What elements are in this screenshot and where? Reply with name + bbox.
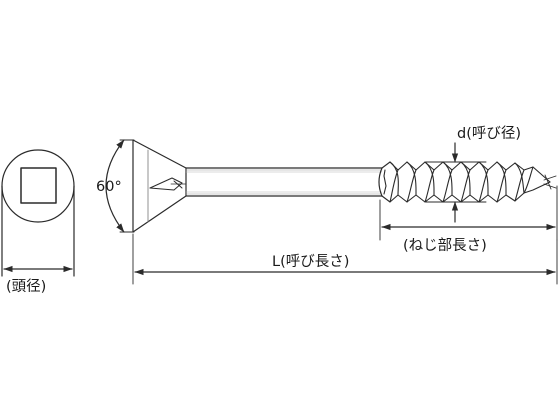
- diameter-dimension: [425, 142, 487, 223]
- total-length-dimension: [132, 233, 558, 285]
- square-drive-recess: [20, 167, 57, 204]
- angle-dimension: [105, 139, 135, 233]
- diameter-label: d(呼び径): [457, 125, 521, 142]
- head-outline: [1, 149, 75, 223]
- angle-label: 60°: [96, 179, 122, 195]
- thread-length-dimension: [379, 185, 558, 241]
- length-label: L(呼び長さ): [272, 253, 349, 270]
- head-diameter-label: (頭径): [6, 278, 46, 295]
- angle-arc: [105, 139, 125, 233]
- threaded-section: [381, 161, 551, 203]
- thread-length-label: (ねじ部長さ): [403, 237, 487, 254]
- head-top-view: [1, 149, 75, 277]
- screw-side-view: [132, 139, 557, 233]
- shank: [185, 167, 383, 197]
